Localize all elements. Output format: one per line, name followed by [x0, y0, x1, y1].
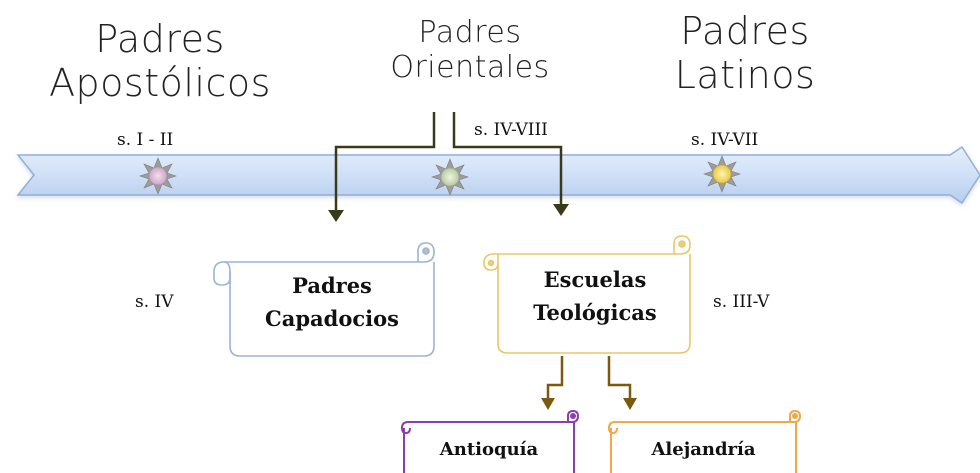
connector-antioquia: [541, 356, 564, 410]
star-marker-apostolicos: [139, 157, 177, 195]
era-title-latinos-line1: Padres: [680, 9, 810, 53]
date-apostolicos: s. I - II: [117, 130, 174, 150]
era-title-orientales-line2: Orientales: [390, 49, 550, 85]
date-escuelas: s. III-V: [713, 292, 770, 312]
era-title-orientales: Padres Orientales: [370, 15, 570, 85]
connector-escuelas: [452, 112, 569, 216]
alejandria-label: Alejandría: [651, 439, 756, 460]
capadocios-line1: Padres: [292, 273, 372, 298]
date-latinos: s. IV-VII: [691, 130, 759, 150]
star-marker-latinos: [703, 155, 741, 193]
capadocios-line2: Capadocios: [265, 305, 399, 331]
date-capadocios: s. IV: [135, 292, 174, 312]
era-title-apostolicos-line1: Padres: [95, 17, 225, 61]
scroll-capadocios-text: Padres Capadocios: [232, 270, 432, 335]
era-title-apostolicos: Padres Apostólicos: [40, 17, 280, 105]
scroll-escuelas: [483, 235, 691, 354]
antioquia-label: Antioquía: [439, 439, 539, 460]
scroll-capadocios: [213, 242, 435, 357]
era-title-apostolicos-line2: Apostólicos: [49, 60, 271, 105]
era-title-orientales-line1: Padres: [418, 15, 522, 50]
date-orientales: s. IV-VIII: [474, 120, 548, 140]
scroll-alejandria: [607, 409, 802, 473]
scroll-antioquia: [400, 409, 580, 473]
escuelas-line2: Teológicas: [533, 299, 657, 325]
era-title-latinos-line2: Latinos: [674, 52, 816, 97]
connector-capadocios: [328, 112, 436, 222]
scroll-escuelas-text: Escuelas Teológicas: [500, 264, 690, 329]
era-title-latinos: Padres Latinos: [655, 9, 835, 97]
star-marker-orientales: [431, 158, 469, 196]
connector-alejandria: [607, 356, 637, 410]
timeline-arrow: [16, 145, 980, 205]
escuelas-line1: Escuelas: [543, 267, 647, 292]
